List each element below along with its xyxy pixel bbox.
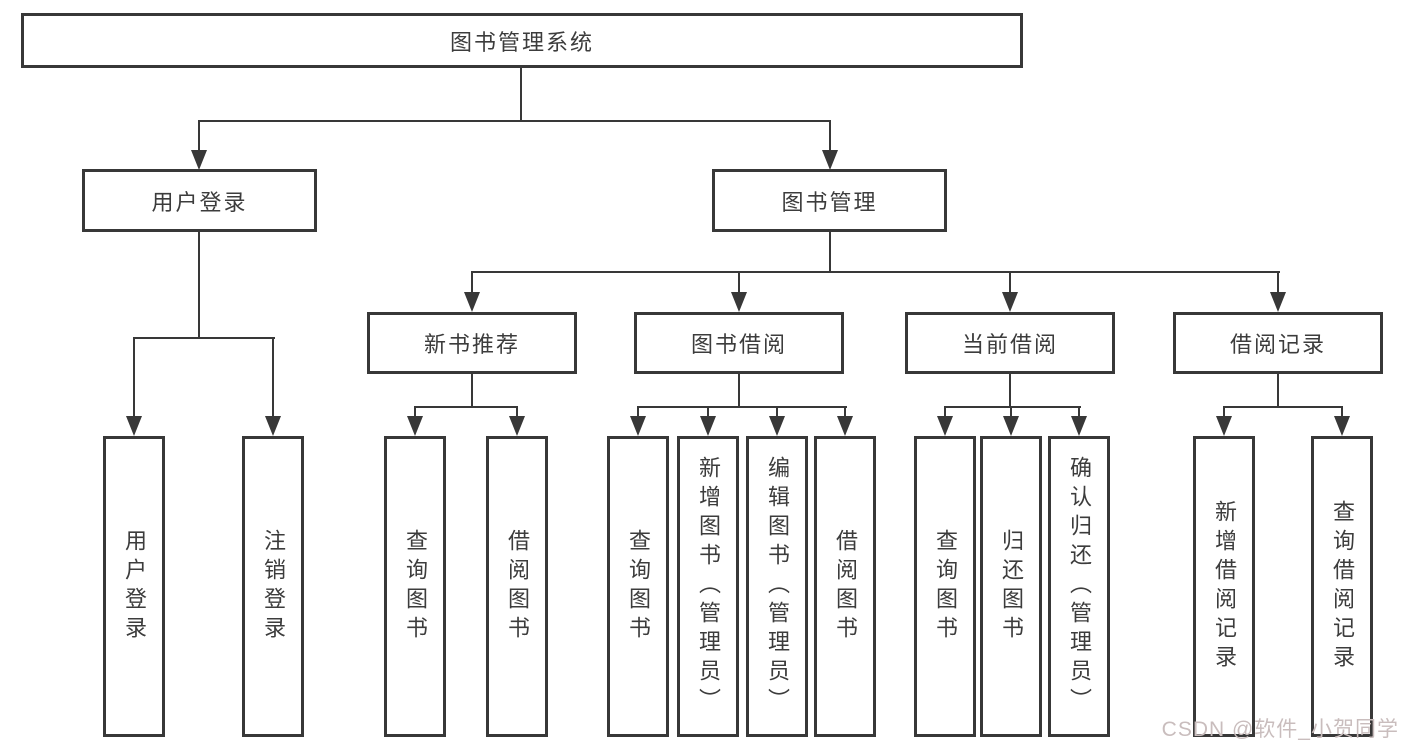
leaf-user-login: 用户登录	[103, 436, 165, 737]
connector-root-stub	[520, 68, 522, 121]
connector-user-login-down	[198, 232, 200, 339]
leaf-borrow-query-books: 查询图书	[607, 436, 669, 737]
node-new-book-recommend: 新书推荐	[367, 312, 577, 374]
arrow-down-icon	[191, 150, 207, 170]
leaf-add-books-admin: 新增图书（管理员）	[677, 436, 739, 737]
connector-stub	[707, 406, 709, 418]
node-current-borrow-label: 当前借阅	[961, 332, 1058, 357]
connector-stub	[516, 406, 518, 418]
node-root-library-system: 图书管理系统	[21, 13, 1023, 68]
leaf-return-books-label: 归还图书	[999, 528, 1024, 645]
connector-bus-book-borrow	[637, 406, 847, 408]
arrow-down-icon	[1071, 416, 1087, 436]
leaf-return-books: 归还图书	[980, 436, 1042, 737]
arrow-down-icon	[731, 292, 747, 312]
leaf-borrow-query-books-label: 查询图书	[626, 528, 651, 645]
node-borrow-records: 借阅记录	[1173, 312, 1383, 374]
node-borrow-records-label: 借阅记录	[1229, 332, 1326, 357]
connector-stub	[272, 337, 274, 418]
leaf-confirm-return-admin: 确认归还（管理员）	[1048, 436, 1110, 737]
connector-stub	[1277, 373, 1279, 408]
connector-stub	[471, 271, 473, 293]
arrow-down-icon	[126, 416, 142, 436]
leaf-edit-books-admin-label: 编辑图书（管理员）	[765, 456, 790, 717]
node-book-borrow-label: 图书借阅	[690, 332, 787, 357]
connector-stub-user-login	[198, 120, 200, 152]
node-current-borrow: 当前借阅	[905, 312, 1115, 374]
node-user-login-label: 用户登录	[151, 189, 248, 215]
connector-stub	[776, 406, 778, 418]
leaf-confirm-return-admin-label: 确认归还（管理员）	[1067, 456, 1092, 717]
leaf-current-query-books: 查询图书	[914, 436, 976, 737]
connector-stub	[944, 406, 946, 418]
connector-stub	[1341, 406, 1343, 418]
connector-stub	[1078, 406, 1080, 418]
connector-stub	[1009, 373, 1011, 408]
leaf-borrow-books: 借阅图书	[814, 436, 876, 737]
node-user-login: 用户登录	[82, 169, 317, 232]
leaf-edit-books-admin: 编辑图书（管理员）	[746, 436, 808, 737]
leaf-user-login-label: 用户登录	[122, 528, 147, 645]
leaf-add-borrow-record-label: 新增借阅记录	[1212, 499, 1237, 674]
arrow-down-icon	[1002, 292, 1018, 312]
leaf-current-query-books-label: 查询图书	[933, 528, 958, 645]
connector-stub	[133, 337, 135, 418]
watermark: CSDN @软件_小贺同学	[1161, 718, 1399, 741]
connector-stub	[1009, 271, 1011, 293]
arrow-down-icon	[407, 416, 423, 436]
leaf-add-borrow-record: 新增借阅记录	[1193, 436, 1255, 737]
node-root-label: 图书管理系统	[449, 29, 594, 55]
arrow-down-icon	[822, 150, 838, 170]
connector-stub	[471, 373, 473, 408]
arrow-down-icon	[769, 416, 785, 436]
connector-bus-user-login	[133, 337, 275, 339]
arrow-down-icon	[464, 292, 480, 312]
leaf-query-borrow-record-label: 查询借阅记录	[1330, 499, 1355, 674]
arrow-down-icon	[1334, 416, 1350, 436]
leaf-add-books-admin-label: 新增图书（管理员）	[696, 456, 721, 717]
leaf-recommend-query-books: 查询图书	[384, 436, 446, 737]
leaf-borrow-books-label: 借阅图书	[833, 528, 858, 645]
connector-stub	[738, 373, 740, 408]
leaf-recommend-borrow-books-label: 借阅图书	[505, 528, 530, 645]
arrow-down-icon	[1270, 292, 1286, 312]
connector-bus-borrow-records	[1223, 406, 1343, 408]
leaf-query-borrow-record: 查询借阅记录	[1311, 436, 1373, 737]
connector-stub	[738, 271, 740, 293]
leaf-recommend-query-books-label: 查询图书	[403, 528, 428, 645]
connector-stub	[844, 406, 846, 418]
leaf-recommend-borrow-books: 借阅图书	[486, 436, 548, 737]
arrow-down-icon	[700, 416, 716, 436]
arrow-down-icon	[1216, 416, 1232, 436]
node-book-management-label: 图书管理	[781, 189, 878, 215]
connector-stub	[414, 406, 416, 418]
arrow-down-icon	[630, 416, 646, 436]
leaf-logout: 注销登录	[242, 436, 304, 737]
connector-book-management-down	[829, 232, 831, 273]
connector-bus-level2	[198, 120, 831, 122]
node-book-borrow: 图书借阅	[634, 312, 844, 374]
connector-stub	[1223, 406, 1225, 418]
arrow-down-icon	[509, 416, 525, 436]
connector-bus-current-borrow	[944, 406, 1081, 408]
arrow-down-icon	[937, 416, 953, 436]
arrow-down-icon	[265, 416, 281, 436]
connector-stub	[1010, 406, 1012, 418]
node-new-book-recommend-label: 新书推荐	[423, 332, 520, 357]
node-book-management: 图书管理	[712, 169, 947, 232]
connector-stub	[1277, 271, 1279, 293]
arrow-down-icon	[837, 416, 853, 436]
leaf-logout-label: 注销登录	[261, 528, 286, 645]
connector-stub-book-management	[829, 120, 831, 152]
connector-stub	[637, 406, 639, 418]
connector-bus-level3	[471, 271, 1280, 273]
connector-bus-recommend	[414, 406, 518, 408]
arrow-down-icon	[1003, 416, 1019, 436]
